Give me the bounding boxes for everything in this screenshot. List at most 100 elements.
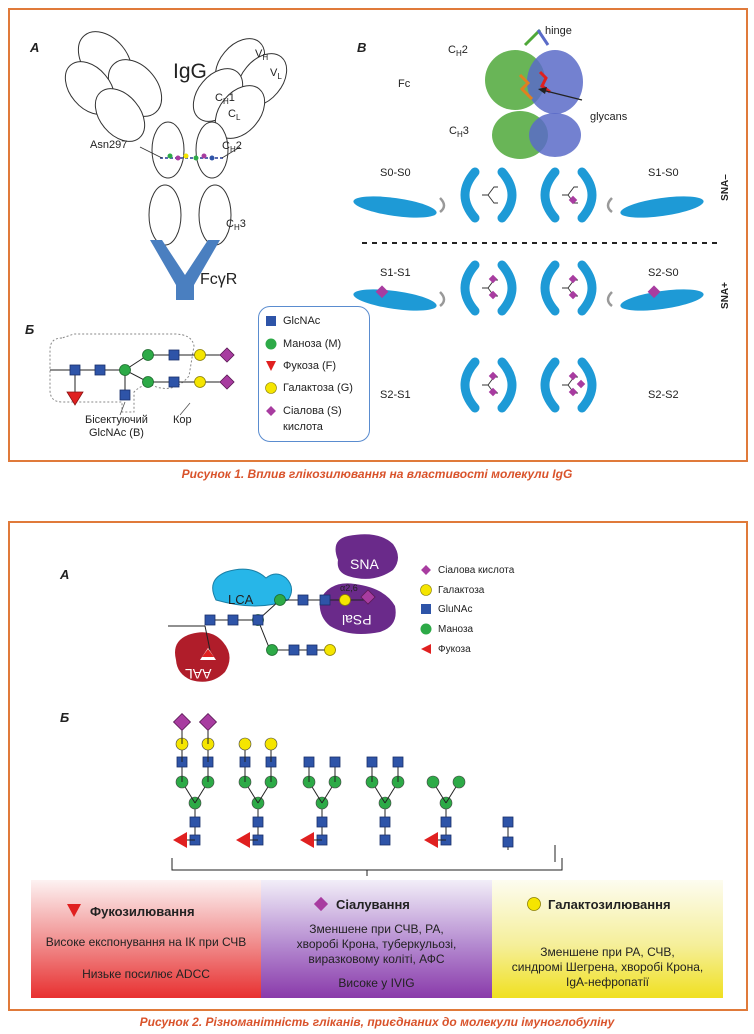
fc-shapes [460, 167, 597, 413]
glcnac-square [502, 836, 514, 848]
ch2-label: CH2 [222, 140, 242, 155]
square-icon [421, 604, 431, 614]
triangle-icon [421, 644, 431, 654]
fc-structure-image [485, 28, 583, 159]
ch2-right-domain [195, 121, 229, 179]
ch3-right-domain [198, 184, 232, 246]
sialic-diamond [198, 712, 218, 732]
vh-label: VH [255, 48, 269, 63]
s1s0-label: S1-S0 [648, 167, 679, 179]
band-title-sialylation: Сіалування [336, 897, 410, 912]
ch2-left-domain [151, 121, 185, 179]
band-fucosylation [31, 880, 261, 998]
fucose-triangle [173, 832, 187, 848]
glcnac-square [189, 816, 201, 828]
fig1-panel-b-label: Б [25, 322, 35, 337]
circle-icon [420, 584, 432, 596]
diamond-icon [266, 406, 276, 416]
fig2-lectin-diagram [168, 534, 398, 682]
ch1-label: CH1 [215, 92, 235, 107]
mannose-circle [426, 775, 440, 789]
glcnac-square [440, 816, 452, 828]
galactose-circle [238, 737, 252, 751]
legend-item-fucose: Фукоза (F) [265, 360, 336, 372]
glcnac-square [502, 816, 514, 828]
fig2b-glycan-variants [172, 712, 556, 862]
triangle-icon [67, 904, 81, 917]
circle-icon [420, 623, 432, 635]
fucose-triangle [424, 832, 438, 848]
band-title-galactosylation: Галактозилювання [548, 897, 671, 912]
fcgr-label: FcγR [200, 271, 238, 288]
glcnac-square [316, 816, 328, 828]
sna-plus-label: SNA+ [719, 282, 731, 309]
mannose-circle [452, 775, 466, 789]
glcnac-square [252, 816, 264, 828]
legend-item-glcnac: GlcNAc [265, 315, 320, 327]
glcnac-square [366, 756, 378, 768]
legend2-item-fucose: Фукоза [420, 643, 471, 655]
legend2-item-sialic: Сіалова кислота [420, 564, 514, 576]
circle-icon [265, 338, 277, 350]
glcnac-square [379, 816, 391, 828]
ch3-label: CH3 [226, 218, 246, 233]
circle-icon [265, 382, 277, 394]
s0s0-label: S0-S0 [380, 167, 411, 179]
aal-lectin-label: AAL [185, 666, 212, 682]
s1s1-label: S1-S1 [380, 267, 411, 279]
diamond-icon [421, 565, 431, 575]
band-sialylation [261, 880, 492, 998]
square-icon [266, 316, 276, 326]
glcnac-square [329, 756, 341, 768]
triangle-icon [266, 361, 276, 371]
igg-label: IgG [173, 60, 207, 83]
figure-2-frame [8, 521, 748, 1011]
fig2-panel-b-label: Б [60, 710, 70, 725]
band-text-fucosylation-1: Високе експонування на ІК при СЧВ [45, 935, 247, 949]
fig1-panel-c-label: B [357, 40, 367, 55]
legend-item-galactose: Галактоза (G) [265, 382, 353, 394]
figure-1-frame [8, 8, 748, 462]
rotate-arrows [439, 197, 613, 307]
diamond-icon [313, 896, 329, 912]
figure-1-caption: Рисунок 1. Вплив глікозилювання на власт… [181, 467, 573, 481]
legend-item-sialic: Сіалова (S) [265, 405, 342, 417]
band-text-sialylation-2: Високе у IVIG [338, 976, 415, 990]
vl-label: VL [270, 67, 282, 82]
band-text-fucosylation-2: Низьке посилює ADCC [82, 967, 210, 981]
fig1-panel-a-label: А [30, 40, 40, 55]
glcnac-square [392, 756, 404, 768]
fig1-glycan-structure [49, 333, 235, 416]
struct-ch2-label: CH2 [448, 44, 468, 59]
lca-lectin-label: LCA [228, 592, 254, 607]
figure-2-caption: Рисунок 2. Різноманітність гліканів, при… [139, 1015, 615, 1029]
fig1-legend: GlcNAc Маноза (M) Фукоза (F) Галактоза (… [258, 306, 370, 442]
cl-left-domain [94, 88, 146, 142]
legend2-item-mannose: Маноза [420, 623, 473, 635]
fucose-triangle [236, 832, 250, 848]
circle-icon [527, 897, 541, 911]
glycans-label: glycans [590, 111, 628, 123]
asn297-label: Asn297 [90, 139, 128, 151]
s2s1-label: S2-S1 [380, 389, 411, 401]
fc-sialic-dots [488, 195, 586, 397]
glcnac-square [303, 756, 315, 768]
fcgr-receptor [150, 240, 220, 300]
sna-lectin-label: SNA [350, 556, 379, 572]
legend2-item-galactose: Галактоза [420, 584, 484, 596]
sna-minus-label: SNA– [719, 174, 731, 201]
ch3-left-domain [148, 184, 182, 246]
band-text-galactosylation-1: Зменшене при РА, СЧВ,синдромі Шегрена, х… [511, 945, 704, 989]
galactose-circle [264, 737, 278, 751]
asn297-glycan-chain [139, 146, 241, 161]
fig2-panel-a-label: А [60, 567, 70, 582]
sialic-diamond [172, 712, 192, 732]
s2s2-label: S2-S2 [648, 389, 679, 401]
legend-item-mannose: Маноза (M) [265, 338, 341, 350]
igg-antibody-diagram [64, 31, 288, 246]
lens-molecules [353, 196, 704, 311]
band-text-sialylation-1: Зменшене при СЧВ, РА,хворобі Крона, тубе… [296, 922, 457, 966]
struct-ch3-label: CH3 [449, 125, 469, 140]
